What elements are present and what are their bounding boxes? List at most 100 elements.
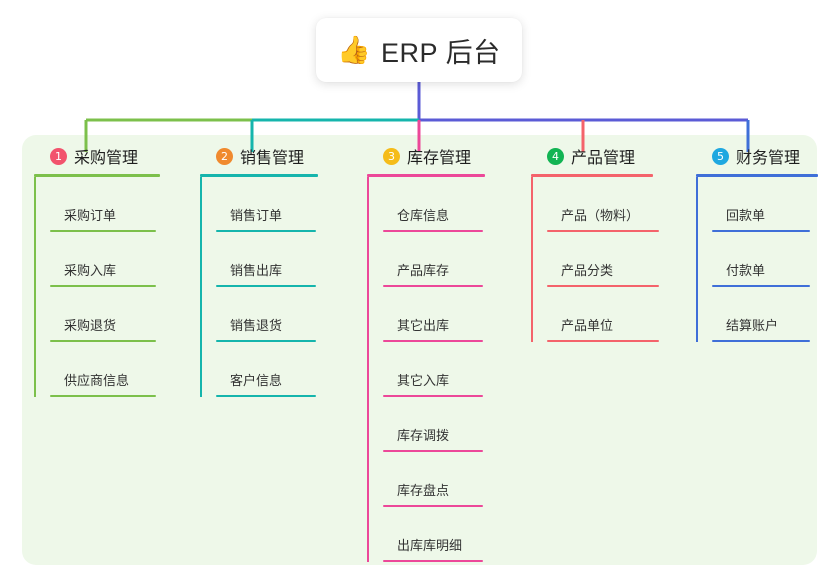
list-item-rule	[712, 285, 810, 287]
list-item[interactable]: 出库库明细	[383, 507, 485, 562]
column-header-rule	[34, 174, 160, 177]
list-item[interactable]: 其它入库	[383, 342, 485, 397]
list-item[interactable]: 产品单位	[547, 287, 659, 342]
list-item-label: 采购订单	[64, 208, 117, 223]
list-item[interactable]: 产品（物料）	[547, 177, 659, 232]
column-stem	[34, 177, 36, 397]
list-item-rule	[712, 340, 810, 342]
list-item[interactable]: 供应商信息	[50, 342, 160, 397]
list-item-label: 销售订单	[230, 208, 283, 223]
column-badge-3: 3	[383, 147, 400, 165]
column-header-2[interactable]: 2 销售管理	[200, 143, 318, 169]
column-badge-5: 5	[712, 147, 729, 165]
list-item[interactable]: 库存盘点	[383, 452, 485, 507]
list-item-label: 产品单位	[561, 318, 614, 333]
list-item[interactable]: 销售订单	[216, 177, 318, 232]
column-header-5[interactable]: 5 财务管理	[696, 143, 818, 169]
root-node-title: ERP 后台	[381, 37, 501, 68]
list-item-label: 客户信息	[230, 373, 283, 388]
list-item-label: 销售出库	[230, 263, 283, 278]
list-item-label: 回款单	[726, 208, 766, 223]
list-item-rule	[547, 230, 659, 232]
list-item-label: 销售退货	[230, 318, 283, 333]
list-item[interactable]: 采购订单	[50, 177, 160, 232]
list-item[interactable]: 销售出库	[216, 232, 318, 287]
list-item-rule	[383, 285, 483, 287]
list-item[interactable]: 仓库信息	[383, 177, 485, 232]
column-items: 采购订单采购入库采购退货供应商信息	[34, 177, 160, 397]
list-item-rule	[383, 340, 483, 342]
list-item-label: 供应商信息	[64, 373, 130, 388]
list-item-label: 付款单	[726, 263, 766, 278]
list-item-label: 库存调拨	[397, 428, 450, 443]
list-item-rule	[216, 395, 316, 397]
column-title: 产品管理	[571, 150, 636, 167]
list-item[interactable]: 客户信息	[216, 342, 318, 397]
diagram-background-panel	[22, 135, 817, 565]
column-badge-1: 1	[50, 147, 67, 165]
column-stem	[531, 177, 533, 342]
column-title: 库存管理	[407, 150, 472, 167]
column-header-3[interactable]: 3 库存管理	[367, 143, 485, 169]
column-items: 仓库信息产品库存其它出库其它入库库存调拨库存盘点出库库明细	[367, 177, 485, 562]
column-badge-4: 4	[547, 147, 564, 165]
column-title: 销售管理	[240, 150, 305, 167]
column-items: 销售订单销售出库销售退货客户信息	[200, 177, 318, 397]
list-item-label: 出库库明细	[397, 538, 463, 553]
list-item[interactable]: 回款单	[712, 177, 818, 232]
list-item-label: 其它入库	[397, 373, 450, 388]
column-header-rule	[531, 174, 653, 177]
root-node-card[interactable]: 👍 ERP 后台	[316, 18, 522, 82]
list-item-rule	[383, 230, 483, 232]
list-item-rule	[50, 395, 156, 397]
list-item[interactable]: 销售退货	[216, 287, 318, 342]
list-item-rule	[50, 285, 156, 287]
column-销售管理: 2 销售管理销售订单销售出库销售退货客户信息	[200, 143, 318, 397]
list-item-label: 结算账户	[726, 318, 779, 333]
column-财务管理: 5 财务管理回款单付款单结算账户	[696, 143, 818, 342]
list-item-label: 库存盘点	[397, 483, 450, 498]
list-item[interactable]: 库存调拨	[383, 397, 485, 452]
column-产品管理: 4 产品管理产品（物料） 产品分类产品单位	[531, 143, 659, 342]
list-item[interactable]: 采购入库	[50, 232, 160, 287]
list-item-rule	[383, 395, 483, 397]
column-stem	[367, 177, 369, 562]
column-title: 财务管理	[736, 150, 801, 167]
list-item-rule	[216, 340, 316, 342]
list-item-label: 仓库信息	[397, 208, 450, 223]
list-item[interactable]: 采购退货	[50, 287, 160, 342]
list-item-rule	[547, 285, 659, 287]
list-item[interactable]: 结算账户	[712, 287, 818, 342]
list-item-rule	[712, 230, 810, 232]
list-item-rule	[216, 230, 316, 232]
list-item-rule	[383, 505, 483, 507]
column-header-rule	[696, 174, 818, 177]
column-items: 回款单付款单结算账户	[696, 177, 818, 342]
list-item[interactable]: 其它出库	[383, 287, 485, 342]
list-item-rule	[50, 340, 156, 342]
thumbs-up-icon: 👍	[337, 34, 372, 65]
list-item-rule	[50, 230, 156, 232]
column-items: 产品（物料） 产品分类产品单位	[531, 177, 659, 342]
column-badge-2: 2	[216, 147, 233, 165]
list-item-rule	[216, 285, 316, 287]
column-stem	[696, 177, 698, 342]
list-item-label: 产品（物料）	[561, 208, 640, 223]
column-header-4[interactable]: 4 产品管理	[531, 143, 653, 169]
column-库存管理: 3 库存管理仓库信息产品库存其它出库其它入库库存调拨库存盘点出库库明细	[367, 143, 485, 562]
list-item[interactable]: 产品分类	[547, 232, 659, 287]
list-item[interactable]: 产品库存	[383, 232, 485, 287]
list-item[interactable]: 付款单	[712, 232, 818, 287]
list-item-rule	[383, 450, 483, 452]
list-item-label: 产品分类	[561, 263, 614, 278]
column-stem	[200, 177, 202, 397]
list-item-label: 其它出库	[397, 318, 450, 333]
list-item-rule	[547, 340, 659, 342]
list-item-label: 采购退货	[64, 318, 117, 333]
column-header-rule	[367, 174, 485, 177]
list-item-rule	[383, 560, 483, 562]
list-item-label: 产品库存	[397, 263, 450, 278]
